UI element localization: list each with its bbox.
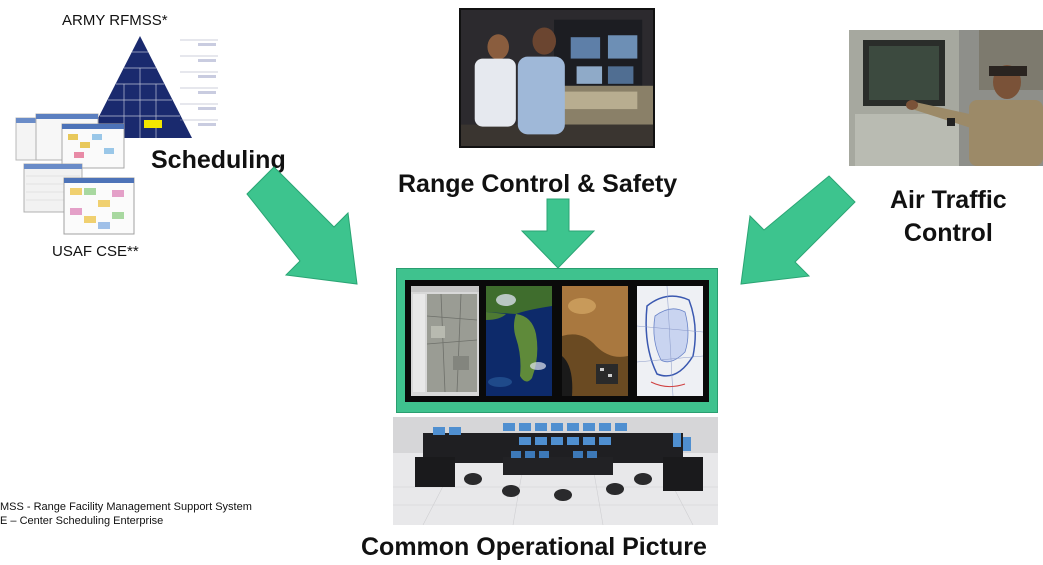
scheduling-title: Scheduling	[151, 146, 286, 174]
cse-screenshots-image	[14, 112, 139, 240]
footnote-cse: E – Center Scheduling Enterprise	[0, 515, 164, 527]
range-control-title: Range Control & Safety	[398, 170, 678, 198]
scheduling-arrow	[246, 166, 358, 285]
air-traffic-title: Air Traffic Control	[890, 184, 1007, 250]
cop-panel-map-window	[411, 286, 479, 396]
cop-title: Common Operational Picture	[361, 533, 707, 561]
range-control-photo	[459, 8, 655, 148]
range-control-arrow	[520, 198, 596, 269]
air-traffic-photo	[849, 30, 1043, 166]
cop-panel-airspace-chart	[637, 286, 703, 396]
cse-label: USAF CSE**	[52, 243, 139, 260]
air-traffic-title-line1: Air Traffic	[890, 186, 1007, 214]
control-room-render	[393, 417, 718, 525]
cop-panel-terrain	[562, 286, 628, 396]
footnote-rfmss: MSS - Range Facility Management Support …	[0, 501, 252, 513]
cop-panel-satellite	[486, 286, 552, 396]
air-traffic-arrow	[740, 175, 856, 285]
cop-display-wall	[405, 280, 709, 402]
rfmss-label: ARMY RFMSS*	[62, 12, 168, 29]
cop-display-frame	[396, 268, 718, 413]
air-traffic-title-line2: Control	[903, 219, 993, 247]
